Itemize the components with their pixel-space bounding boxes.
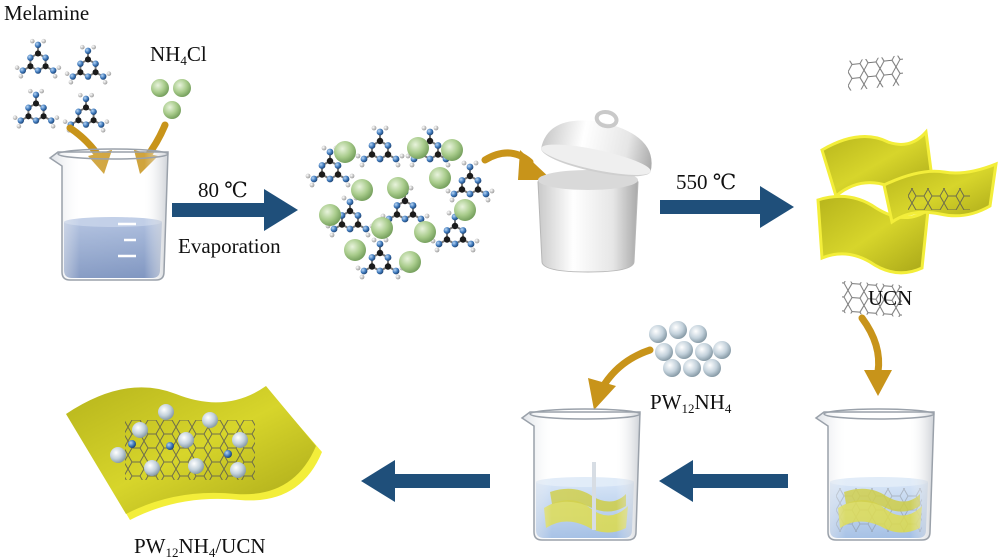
pw12nh4-label-part: NH	[694, 390, 725, 414]
pw12nh4-label-subscript: 12	[681, 401, 695, 416]
pw12nh4-label: PW12NH4	[650, 390, 732, 416]
gold-arrow-icon	[858, 314, 883, 376]
product-label-subscript: 4	[208, 545, 216, 559]
nh4cl-label-subscript: 4	[180, 53, 187, 68]
gold-arrowhead-icon	[588, 378, 616, 410]
beaker-icon	[49, 148, 169, 281]
pw12nh4-label-part: PW	[650, 390, 682, 414]
product-label: PW12NH4/UCN	[134, 536, 266, 559]
temperature-550-label: 550 ℃	[676, 170, 737, 194]
product-label-part: NH	[178, 534, 209, 558]
gold-arrow-icon	[600, 346, 654, 389]
nh4cl-label-part: NH	[150, 42, 181, 66]
polyoxometalate-sphere-icon	[649, 321, 731, 377]
evaporation-label: Evaporation	[178, 234, 281, 258]
beaker-icon	[815, 408, 935, 541]
temperature-80-label: 80 ℃	[198, 178, 248, 202]
pw12nh4-label-subscript: 4	[724, 401, 732, 416]
product-sheet-icon	[66, 386, 322, 520]
blue-arrow-icon	[361, 460, 490, 502]
melamine-molecule-icon	[11, 37, 113, 134]
melamine-label: Melamine	[4, 1, 90, 25]
gold-arrowhead-icon	[864, 370, 892, 396]
nh4cl-sphere-icon	[151, 79, 191, 119]
ucn-label: UCN	[868, 286, 913, 310]
beaker-icon	[521, 408, 641, 541]
product-label-part: PW	[134, 534, 166, 558]
blue-arrow-icon	[660, 186, 794, 228]
gold-arrowhead-icon	[518, 150, 552, 180]
product-label-part: /UCN	[215, 534, 266, 558]
nh4cl-label: NH4Cl	[150, 42, 207, 68]
mixture-cluster-icon	[304, 124, 496, 281]
nh4cl-label-part: Cl	[186, 42, 207, 66]
blue-arrow-icon	[172, 189, 298, 231]
nanosheet-icon	[816, 55, 998, 318]
product-label-subscript: 12	[165, 545, 179, 559]
blue-arrow-icon	[659, 460, 788, 502]
crucible-icon	[537, 109, 652, 273]
